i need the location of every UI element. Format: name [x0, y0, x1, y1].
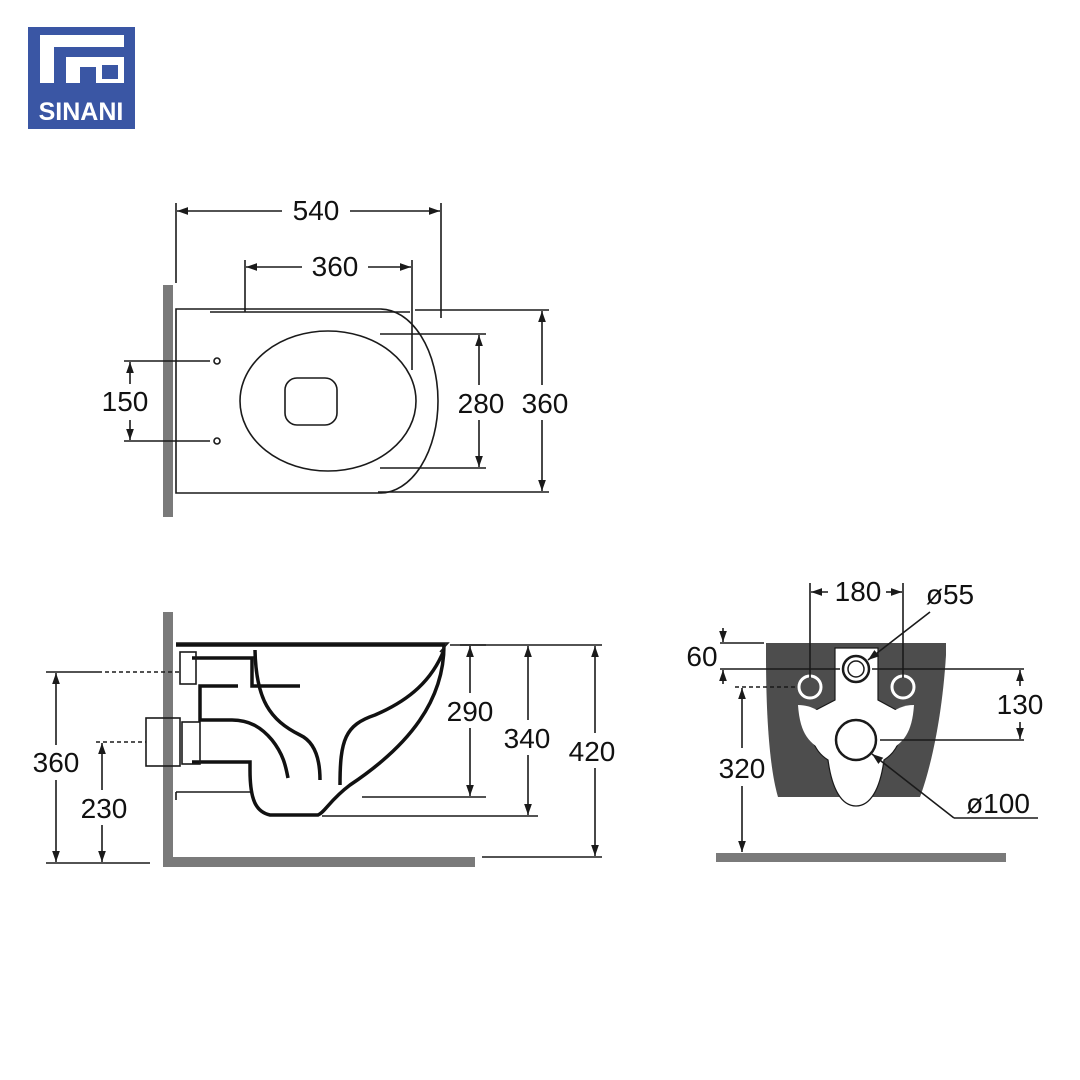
floor	[716, 853, 1006, 862]
bowl-profile	[176, 643, 446, 817]
dim-overall-width: 360	[522, 388, 569, 419]
dim-rear-bolt-spacing: 180	[835, 576, 882, 607]
floor	[163, 857, 475, 867]
sinani-logo: SINANI	[28, 27, 135, 129]
bolt-hole	[213, 437, 221, 445]
dim-rim-height: 340	[504, 723, 551, 754]
inlet-hole	[841, 654, 871, 684]
rear-view: 180 ø55 60 130 320 ø100	[686, 576, 1043, 862]
dim-seat-length: 360	[312, 251, 359, 282]
dim-rear-outlet-height: 320	[719, 753, 766, 784]
dim-seat-width: 280	[458, 388, 505, 419]
seat-ring	[239, 330, 417, 472]
dim-overall-height: 420	[569, 736, 616, 767]
dim-inlet-diameter: ø55	[926, 579, 974, 610]
bowl-outline	[175, 308, 439, 494]
dim-overall-length: 540	[293, 195, 340, 226]
top-view: 540 360 150 280 360	[102, 195, 569, 517]
trapway	[192, 656, 300, 779]
side-view: 360 230 290 340 420	[33, 612, 616, 867]
outlet-hole	[834, 718, 878, 762]
dim-inlet-height: 360	[33, 747, 80, 778]
dim-bolt-drop: 130	[997, 689, 1044, 720]
brand-name: SINANI	[39, 98, 124, 126]
bolt-hole-right	[890, 674, 916, 700]
dim-top-offset: 60	[686, 641, 717, 672]
dim-bolt-spacing: 150	[102, 386, 149, 417]
drain	[284, 377, 338, 426]
bolt-hole-left	[797, 674, 823, 700]
dim-bowl-depth: 290	[447, 696, 494, 727]
dim-outlet-diameter: ø100	[966, 788, 1030, 819]
wall	[163, 285, 173, 517]
dim-outlet-height: 230	[81, 793, 128, 824]
bolt-hole	[213, 357, 221, 365]
wall	[163, 612, 173, 867]
